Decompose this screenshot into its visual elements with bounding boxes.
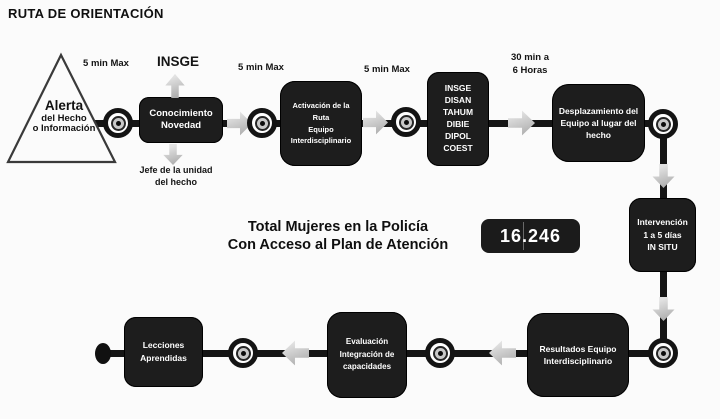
connector-node-dot [437,350,443,356]
connector-node-ring [398,114,414,130]
label-5min-3: 5 min Max [364,64,410,75]
connector-node-icon [648,338,678,368]
connector-node-dot [240,350,246,356]
connector-node-icon [228,338,258,368]
connector-node-ring [432,345,448,361]
connector-node-dot [115,120,121,126]
arrow-down-icon [652,164,675,188]
connector-node-ring [110,115,126,131]
connector-node-dot [403,119,409,125]
stat-caption: Total Mujeres en la Policía Con Acceso a… [227,219,449,254]
connector-node-icon [648,109,678,139]
start-triangle-label: Alerta del Hecho o Información [14,98,114,135]
start-line1: Alerta [44,98,84,113]
label-insge-top: INSGE [156,54,199,69]
connector-node-icon [425,338,455,368]
box-unidades-insge: INSGE DISAN TAHUM DIBIE DIPOL COEST [427,72,489,166]
start-line3: o Información [32,123,96,135]
connector-node-icon [247,108,277,138]
label-5min-2: 5 min Max [238,62,284,73]
arrow-left-icon [489,340,516,366]
start-triangle-icon [6,52,117,164]
connector-node-ring [655,345,671,361]
box-lecciones: Lecciones Aprendidas [124,317,203,387]
connector-node-dot [660,121,666,127]
arrow-down-icon [163,144,183,165]
connector-node-dot [259,120,265,126]
label-5min-1: 5 min Max [83,58,129,69]
box-resultados: Resultados Equipo Interdisciplinario [527,313,629,397]
stat-counter: 16.246 [481,219,580,253]
start-line2: del Hecho [41,112,87,124]
connector-node-ring [254,115,270,131]
box-conocimiento-novedad: Conocimiento Novedad [139,97,223,143]
box-evaluacion: Evaluación Integración de capacidades [327,312,407,398]
connector-node-ring [235,345,251,361]
box-desplazamiento: Desplazamiento del Equipo al lugar del h… [552,84,645,162]
counter-divider [523,222,524,250]
arrow-left-icon [282,340,309,366]
arrow-right-icon [363,110,388,135]
end-dot-icon [95,343,111,364]
arrow-down-icon [652,297,675,321]
connector-node-icon [391,107,421,137]
connector-node-icon [103,108,133,138]
stat-counter-value: 16.246 [499,225,562,246]
connector-node-ring [655,116,671,132]
arrow-right-icon [508,110,535,136]
label-jefe-unidad: Jefe de la unidad del hecho [139,165,213,188]
box-intervencion: Intervención 1 a 5 días IN SITU [629,198,696,272]
label-30min: 30 min a 6 Horas [510,52,550,76]
page-title: RUTA DE ORIENTACIÓN [8,6,164,21]
box-activacion-ruta: Activación de la Ruta Equipo Interdiscip… [280,81,362,166]
connector-node-dot [660,350,666,356]
arrow-up-icon [165,74,185,98]
